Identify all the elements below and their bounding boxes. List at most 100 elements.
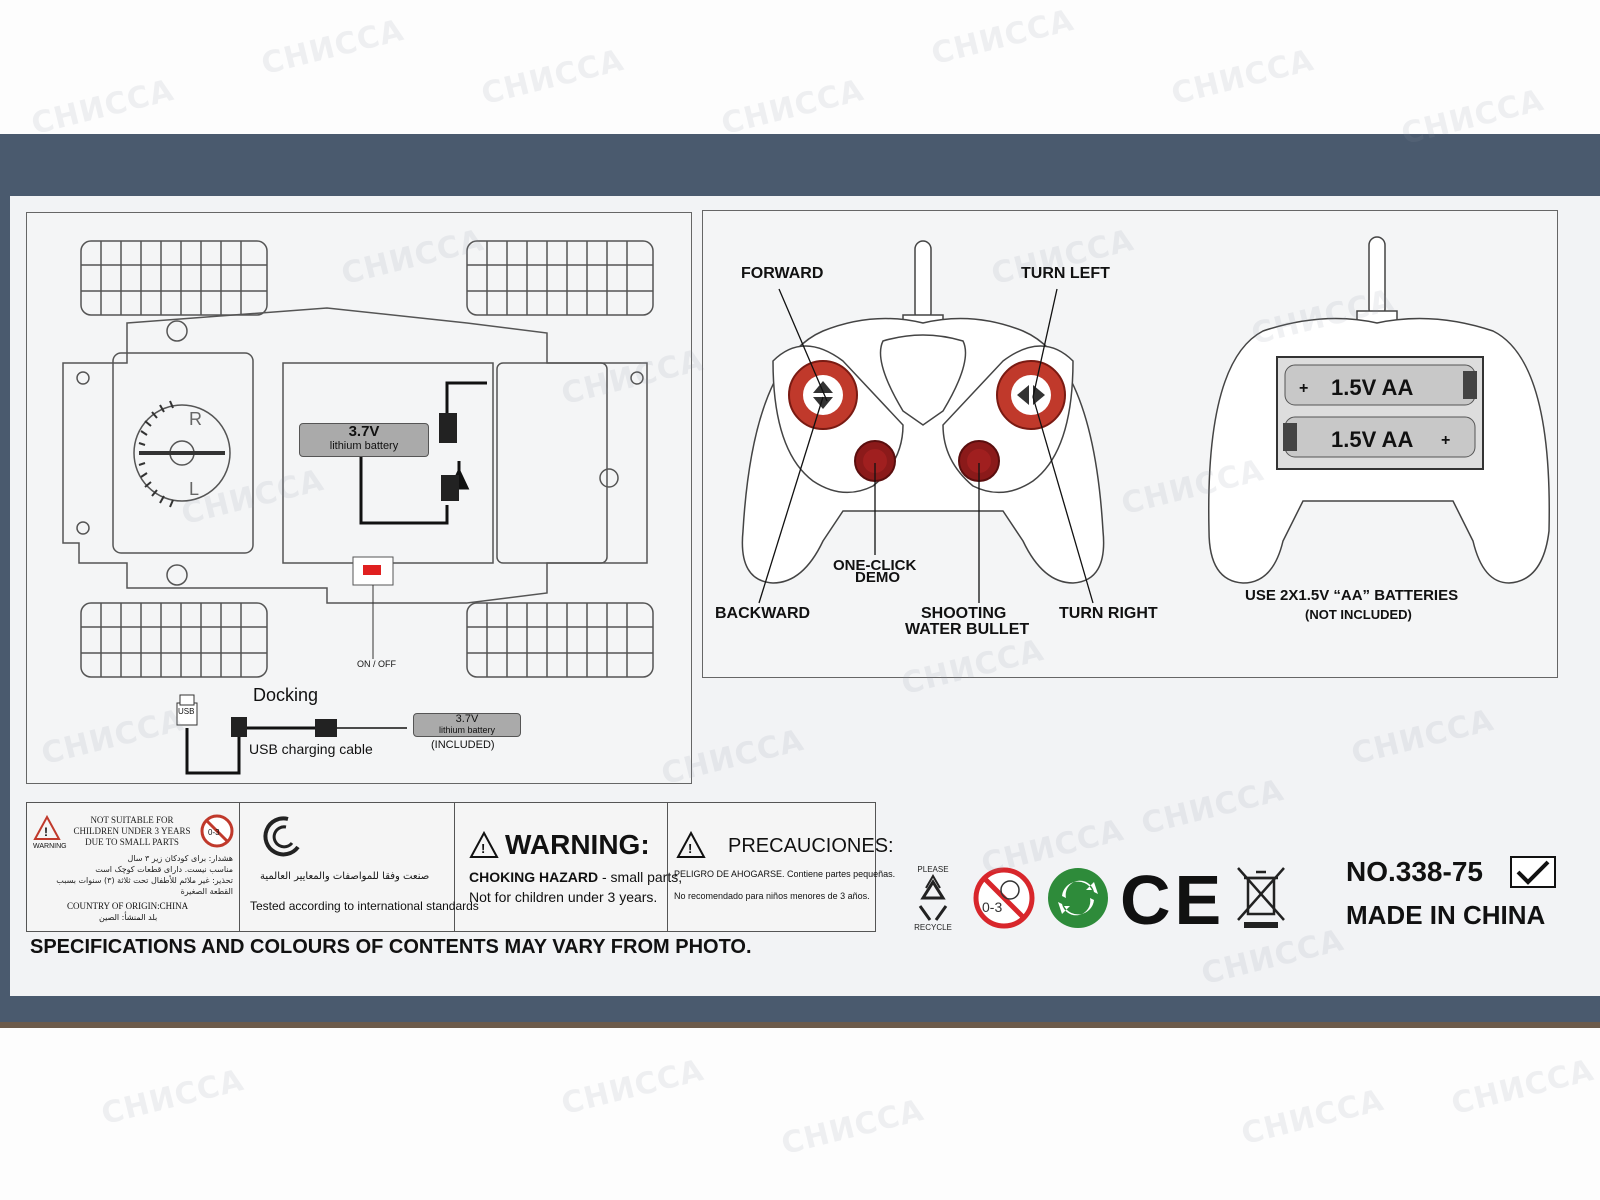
watermark-text: СНИССА — [27, 72, 178, 143]
warning-line-1-rest: - small parts, — [598, 869, 683, 885]
battery-dock-tag: 3.7V lithium battery — [413, 713, 521, 737]
precaution-title: PRECAUCIONES: — [728, 835, 894, 857]
battery-main-type: lithium battery — [329, 440, 399, 452]
watermark-text: СНИССА — [97, 1062, 248, 1133]
warning-line-1: CHOKING HAZARD - small parts, — [469, 869, 682, 885]
svg-text:!: ! — [44, 825, 48, 839]
label-forward: FORWARD — [741, 265, 824, 282]
standards-arabic: صنعت وفقا للمواصفات والمعايير العالمية — [260, 871, 430, 882]
watermark-text: СНИССА — [477, 42, 628, 113]
steering-dial — [133, 404, 231, 502]
docking-title: Docking — [253, 685, 319, 705]
arabic-line: تحذير: غير ملائم للأطفال تحت ثلاثة (٣) س… — [56, 876, 233, 885]
checkmark-icon — [1516, 860, 1550, 885]
car-diagram-frame: R L 3.7 — [26, 212, 692, 784]
age-restriction-icon: 0-3 — [973, 867, 1035, 929]
dial-housing — [112, 352, 254, 554]
precaution-line-2: No recomendado para niños menores de 3 a… — [674, 891, 870, 901]
battery-1-label: 1.5V AA — [1331, 375, 1414, 400]
warnings-row: ! WARNING NOT SUITABLE FOR CHILDREN UNDE… — [26, 802, 895, 932]
svg-text:0-3: 0-3 — [208, 828, 220, 837]
label-shooting-1: SHOOTING — [921, 605, 1007, 622]
watermark-text: СНИССА — [717, 72, 868, 143]
recycle-icon: PLEASE RECYCLE — [914, 865, 952, 932]
battery-main-voltage: 3.7V — [348, 423, 380, 440]
watermark-text: СНИССА — [257, 12, 408, 83]
controller-diagram-frame: + + FORWARD TURN LEFT BACKWARD ONE-CLICK… — [702, 210, 1558, 678]
age-warning-text: NOT SUITABLE FOR CHILDREN UNDER 3 YEARS … — [67, 815, 197, 848]
recycle-bottom-text: RECYCLE — [914, 923, 952, 932]
wheel-rear-left — [80, 602, 268, 678]
choking-hazard: CHOKING HAZARD — [469, 869, 599, 885]
warning-box: ! WARNING: CHOKING HAZARD - small parts,… — [455, 803, 682, 931]
chassis-outline — [62, 307, 648, 604]
switch-label: ON / OFF — [357, 659, 396, 669]
age-warning-line: CHILDREN UNDER 3 YEARS — [73, 826, 191, 836]
watermark-text: СНИССА — [557, 1052, 708, 1123]
usb-cable-label: USB charging cable — [249, 741, 373, 757]
precaution-line-1-rest: Contiene partes pequeñas. — [784, 869, 896, 879]
standards-english: Tested according to international standa… — [250, 899, 479, 913]
no-under-3-icon: 0-3 — [200, 814, 234, 848]
instruction-panel: R L 3.7 — [10, 196, 1600, 996]
arabic-warning: هشدار: برای کودکان زیر ۳ سال مناسب نیست.… — [33, 853, 233, 897]
battery-dock-note: (INCLUDED) — [431, 739, 495, 751]
ce-mark: CE — [1120, 861, 1226, 939]
watermark-text: СНИССА — [1447, 1052, 1598, 1123]
age-warning-line: DUE TO SMALL PARTS — [85, 837, 179, 847]
weee-bin-icon — [1237, 867, 1285, 928]
label-shooting-2: WATER BULLET — [905, 621, 1030, 638]
battery-note: USE 2X1.5V “AA” BATTERIES — [1245, 587, 1459, 604]
svg-text:!: ! — [688, 841, 692, 856]
label-one-click-2: DEMO — [855, 569, 900, 586]
precaution-line-1: PELIGRO DE AHOGARSE. Contiene partes peq… — [674, 869, 895, 879]
disclaimer: SPECIFICATIONS AND COLOURS OF CONTENTS M… — [30, 936, 752, 958]
battery-2-label: 1.5V AA — [1331, 427, 1414, 452]
svg-text:+: + — [1441, 432, 1450, 449]
precaution-box: ! PRECAUCIONES: PELIGRO DE AHOGARSE. Con… — [668, 803, 895, 931]
country-of-origin: COUNTRY OF ORIGIN:CHINA — [67, 901, 189, 911]
green-dot-icon — [1048, 868, 1108, 928]
age-warning-line: NOT SUITABLE FOR — [90, 815, 174, 825]
warning-line-2: Not for children under 3 years. — [469, 889, 658, 905]
product-number: NO.338-75 — [1346, 856, 1483, 887]
label-backward: BACKWARD — [715, 605, 811, 622]
controller-illustrations: + + — [741, 236, 1550, 604]
watermark-text: СНИССА — [1167, 42, 1318, 113]
warning-triangle-icon: ! — [469, 831, 499, 858]
arabic-line: هشدار: برای کودکان زیر ۳ سال — [127, 854, 233, 863]
label-turn-left: TURN LEFT — [1021, 265, 1110, 282]
car-top-view: R L — [62, 240, 654, 775]
arabic-line: مناسب نیست. دارای قطعات کوچک است — [95, 865, 233, 874]
motor-compartment — [496, 362, 608, 564]
made-in-label: MADE IN CHINA — [1346, 900, 1546, 930]
box-bottom-edge — [0, 1022, 1600, 1028]
battery-dock-type: lithium battery — [438, 725, 496, 735]
dial-letter-l: L — [189, 479, 199, 499]
age-warning-box: ! WARNING NOT SUITABLE FOR CHILDREN UNDE… — [27, 803, 240, 931]
wheel-rear-right — [466, 602, 654, 678]
wheel-front-right — [466, 240, 654, 316]
usb-label: USB — [178, 707, 195, 716]
svg-text:!: ! — [481, 841, 485, 856]
watermark-text: СНИССА — [1237, 1082, 1388, 1153]
wheel-front-left — [80, 240, 268, 316]
country-arabic: بلد المنشأ: الصين — [99, 913, 158, 922]
age-warning-tag: WARNING — [33, 843, 67, 850]
warning-triangle-icon: ! — [676, 831, 706, 858]
label-turn-right: TURN RIGHT — [1059, 605, 1158, 622]
power-switch — [363, 565, 381, 575]
standards-logo-icon — [263, 816, 300, 857]
label-one-click-1: ONE-CLICK — [833, 557, 917, 574]
age-icon-text: 0-3 — [982, 899, 1002, 915]
battery-main-tag: 3.7V lithium battery — [299, 423, 429, 457]
battery-dock-voltage: 3.7V — [455, 713, 479, 725]
checkbox-checked — [1510, 856, 1556, 888]
watermark-text: СНИССА — [777, 1092, 928, 1163]
warning-title: WARNING: — [505, 829, 650, 860]
battery-compartment — [282, 362, 494, 564]
dial-letter-r: R — [189, 409, 202, 429]
standards-box: صنعت وفقا للمواصفات والمعايير العالمية T… — [240, 803, 479, 931]
recycle-top-text: PLEASE — [917, 865, 948, 874]
svg-text:+: + — [1299, 380, 1308, 397]
